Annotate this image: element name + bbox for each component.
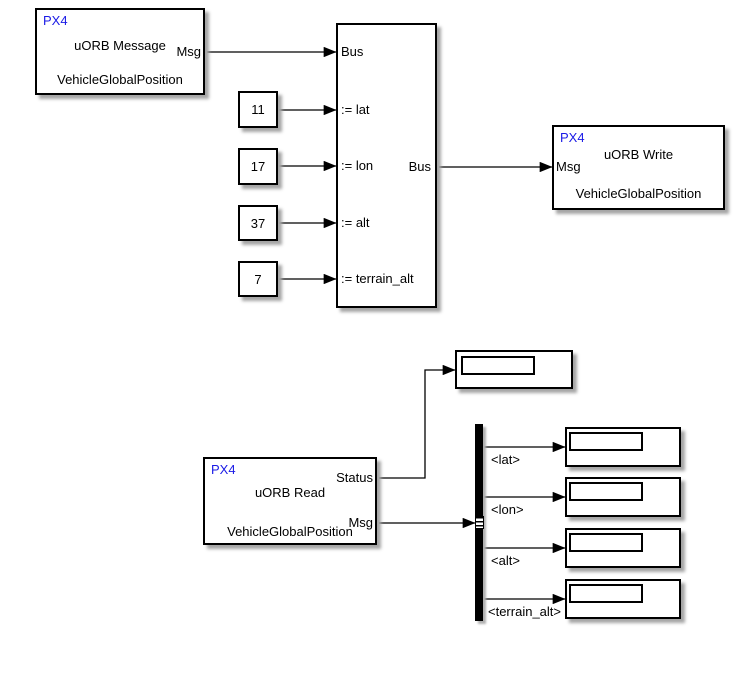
px4-tag: PX4	[560, 130, 585, 145]
display-value-field	[569, 584, 643, 603]
block-subtitle: VehicleGlobalPosition	[227, 524, 353, 539]
bus-signal-icon	[475, 516, 484, 529]
port-label-bus-out: Bus	[408, 159, 431, 174]
port-label-assign-lat: := lat	[341, 102, 370, 117]
wire-status-to-display	[379, 364, 456, 479]
block-subtitle: VehicleGlobalPosition	[575, 186, 702, 201]
port-label-status-out: Status	[336, 470, 373, 485]
port-label-bus-in: Bus	[341, 44, 364, 59]
block-title: uORB Message	[74, 38, 166, 53]
signal-label-alt: <alt>	[491, 553, 520, 568]
px4-tag: PX4	[211, 462, 236, 477]
constant-block-lat[interactable]: 11	[238, 91, 278, 128]
port-label-assign-terrain: := terrain_alt	[341, 271, 414, 286]
constant-value: 7	[254, 271, 262, 287]
display-block-status[interactable]	[455, 350, 573, 389]
port-label-assign-alt: := alt	[341, 215, 370, 230]
constant-block-alt[interactable]: 37	[238, 205, 278, 241]
port-label-msg-in: Msg	[556, 159, 581, 174]
display-block-lon[interactable]	[565, 477, 681, 517]
constant-value: 11	[251, 102, 265, 117]
display-value-field	[569, 432, 643, 451]
uorb-read-block[interactable]: PX4 Status uORB Read Msg VehicleGlobalPo…	[203, 457, 377, 545]
display-value-field	[569, 482, 643, 501]
signal-label-lat: <lat>	[491, 452, 520, 467]
signal-label-terrain-alt: <terrain_alt>	[488, 604, 561, 619]
bus-assignment-block[interactable]: Bus := lat := lon := alt := terrain_alt …	[336, 23, 437, 308]
constant-block-lon[interactable]: 17	[238, 148, 278, 185]
display-block-lat[interactable]	[565, 427, 681, 467]
constant-value: 37	[250, 215, 266, 231]
display-value-field	[461, 356, 535, 375]
block-subtitle: VehicleGlobalPosition	[57, 72, 183, 87]
port-label-assign-lon: := lon	[341, 158, 374, 173]
display-value-field	[569, 533, 643, 552]
uorb-message-block[interactable]: PX4 uORB Message Msg VehicleGlobalPositi…	[35, 8, 205, 95]
block-title: uORB Read	[254, 485, 326, 500]
constant-block-terrain[interactable]: 7	[238, 261, 278, 297]
display-block-alt[interactable]	[565, 528, 681, 568]
port-label-msg-out: Msg	[348, 515, 373, 530]
constant-value: 17	[250, 159, 266, 174]
uorb-write-block[interactable]: PX4 Msg uORB Write VehicleGlobalPosition	[552, 125, 725, 210]
signal-label-lon: <lon>	[491, 502, 524, 517]
block-title: uORB Write	[603, 147, 674, 162]
display-block-terrain-alt[interactable]	[565, 579, 681, 619]
port-label-msg-out: Msg	[176, 44, 201, 59]
px4-tag: PX4	[43, 13, 68, 28]
